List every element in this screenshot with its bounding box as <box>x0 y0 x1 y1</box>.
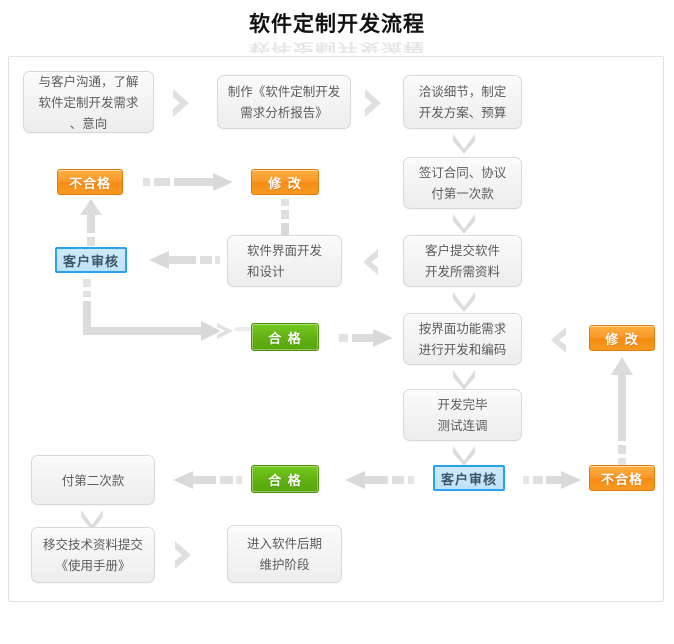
badge-label-review-dev: 客户审核 <box>440 472 497 488</box>
connector-n05-to-n07 <box>451 289 477 313</box>
connector-modify-dev-to-n07 <box>547 325 571 355</box>
badge-label-fail-ui: 不合格 <box>68 176 111 192</box>
connector-pass-to-n09 <box>165 469 245 491</box>
connector-n04-to-n05 <box>451 211 477 235</box>
badge-label-pass-ui: 合 格 <box>268 331 302 347</box>
dashed-arrow-right-icon <box>523 471 581 489</box>
connector-n09-to-n10 <box>79 507 105 531</box>
connector-review-to-fail-dev <box>523 469 591 491</box>
connector-review-to-pass-dev <box>339 469 423 491</box>
dashed-arrow-left-icon <box>345 471 414 489</box>
node-label-n09: 付第二次款 <box>61 472 125 488</box>
flowchart-panel: 与客户沟通，了解 软件定制开发需求 、意向 制作《软件定制开发 需求分析报告》 … <box>8 56 664 602</box>
connector-n07-to-n08 <box>451 367 477 391</box>
arrow-down-icon <box>453 214 475 234</box>
arrow-down-icon <box>453 134 475 154</box>
arrow-down-icon <box>81 510 103 530</box>
node-box-n11: 进入软件后期 维护阶段 <box>227 525 342 583</box>
connector-n02-to-n03 <box>361 87 387 119</box>
node-box-n07: 按界面功能需求 进行开发和编码 <box>403 313 522 365</box>
node-box-n06: 软件界面开发 和设计 <box>227 235 342 287</box>
node-label-n05: 客户提交软件 开发所需资料 <box>424 243 500 279</box>
connector-n10-to-n11 <box>171 539 197 571</box>
node-label-n11: 进入软件后期 维护阶段 <box>246 536 322 572</box>
page-title-reflection: 软件定制开发流程 <box>249 40 425 55</box>
badge-label-modify-dev: 修 改 <box>605 332 639 348</box>
badge-pass-dev[interactable]: 合 格 <box>251 465 319 493</box>
badge-review-dev[interactable]: 客户审核 <box>433 465 505 491</box>
connector-n05-to-n06 <box>359 247 383 277</box>
node-box-n09: 付第二次款 <box>31 455 155 505</box>
connector-n01-to-n02 <box>169 87 195 119</box>
badge-fail-dev[interactable]: 不合格 <box>589 465 655 491</box>
elbow-down-right-icon <box>83 279 253 341</box>
chevron-right-icon <box>175 541 191 569</box>
chevron-right-icon <box>173 89 189 117</box>
node-label-n03: 洽谈细节，制定 开发方案、预算 <box>418 84 507 120</box>
badge-pass-ui[interactable]: 合 格 <box>251 323 319 351</box>
node-label-n01: 与客户沟通，了解 软件定制开发需求 、意向 <box>38 73 139 131</box>
arrow-down-icon <box>453 446 475 466</box>
arrow-down-icon <box>453 370 475 390</box>
badge-review-ui[interactable]: 客户审核 <box>55 247 127 273</box>
connector-pass-to-n07 <box>339 327 405 349</box>
node-label-n04: 签订合同、协议 付第一次款 <box>418 165 507 201</box>
dashed-arrow-up-icon <box>611 357 633 465</box>
badge-label-review-ui: 客户审核 <box>62 254 119 270</box>
badge-modify-dev[interactable]: 修 改 <box>589 325 655 351</box>
connector-fail-to-modify-ui <box>143 171 247 193</box>
connector-n03-to-n04 <box>451 131 477 155</box>
chevron-right-icon <box>365 89 381 117</box>
connector-n08-to-review-dev <box>451 443 477 467</box>
badge-modify-ui[interactable]: 修 改 <box>251 169 319 195</box>
node-box-n08: 开发完毕 测试连调 <box>403 389 522 441</box>
node-box-n01: 与客户沟通，了解 软件定制开发需求 、意向 <box>23 71 154 133</box>
chevron-left-icon <box>551 327 566 353</box>
dashed-arrow-right-icon <box>143 173 233 191</box>
node-box-n04: 签订合同、协议 付第一次款 <box>403 157 522 209</box>
connector-review-to-pass-ui <box>75 279 255 351</box>
arrow-down-icon <box>453 292 475 312</box>
node-label-n08: 开发完毕 测试连调 <box>437 397 488 433</box>
connector-n06-to-review-ui <box>137 249 221 271</box>
node-label-n10: 移交技术资料提交 《使用手册》 <box>42 537 143 573</box>
node-box-n10: 移交技术资料提交 《使用手册》 <box>31 527 155 583</box>
chevron-left-icon <box>363 249 378 275</box>
node-label-n06: 软件界面开发 和设计 <box>246 243 322 279</box>
node-label-n02: 制作《软件定制开发 需求分析报告》 <box>227 84 341 120</box>
page-title: 软件定制开发流程 <box>249 12 425 36</box>
dashed-arrow-left-icon <box>149 251 220 269</box>
badge-label-fail-dev: 不合格 <box>600 472 643 488</box>
node-box-n03: 洽谈细节，制定 开发方案、预算 <box>403 75 522 129</box>
connector-fail-to-modify-dev <box>610 357 634 469</box>
node-box-n05: 客户提交软件 开发所需资料 <box>403 235 522 287</box>
node-label-n07: 按界面功能需求 进行开发和编码 <box>418 321 507 357</box>
node-box-n02: 制作《软件定制开发 需求分析报告》 <box>217 75 351 129</box>
dashed-arrow-left-icon <box>173 471 242 489</box>
badge-fail-ui[interactable]: 不合格 <box>57 169 123 195</box>
badge-label-pass-dev: 合 格 <box>268 473 302 489</box>
dashed-arrow-right-icon <box>339 329 393 347</box>
badge-label-modify-ui: 修 改 <box>268 176 302 192</box>
